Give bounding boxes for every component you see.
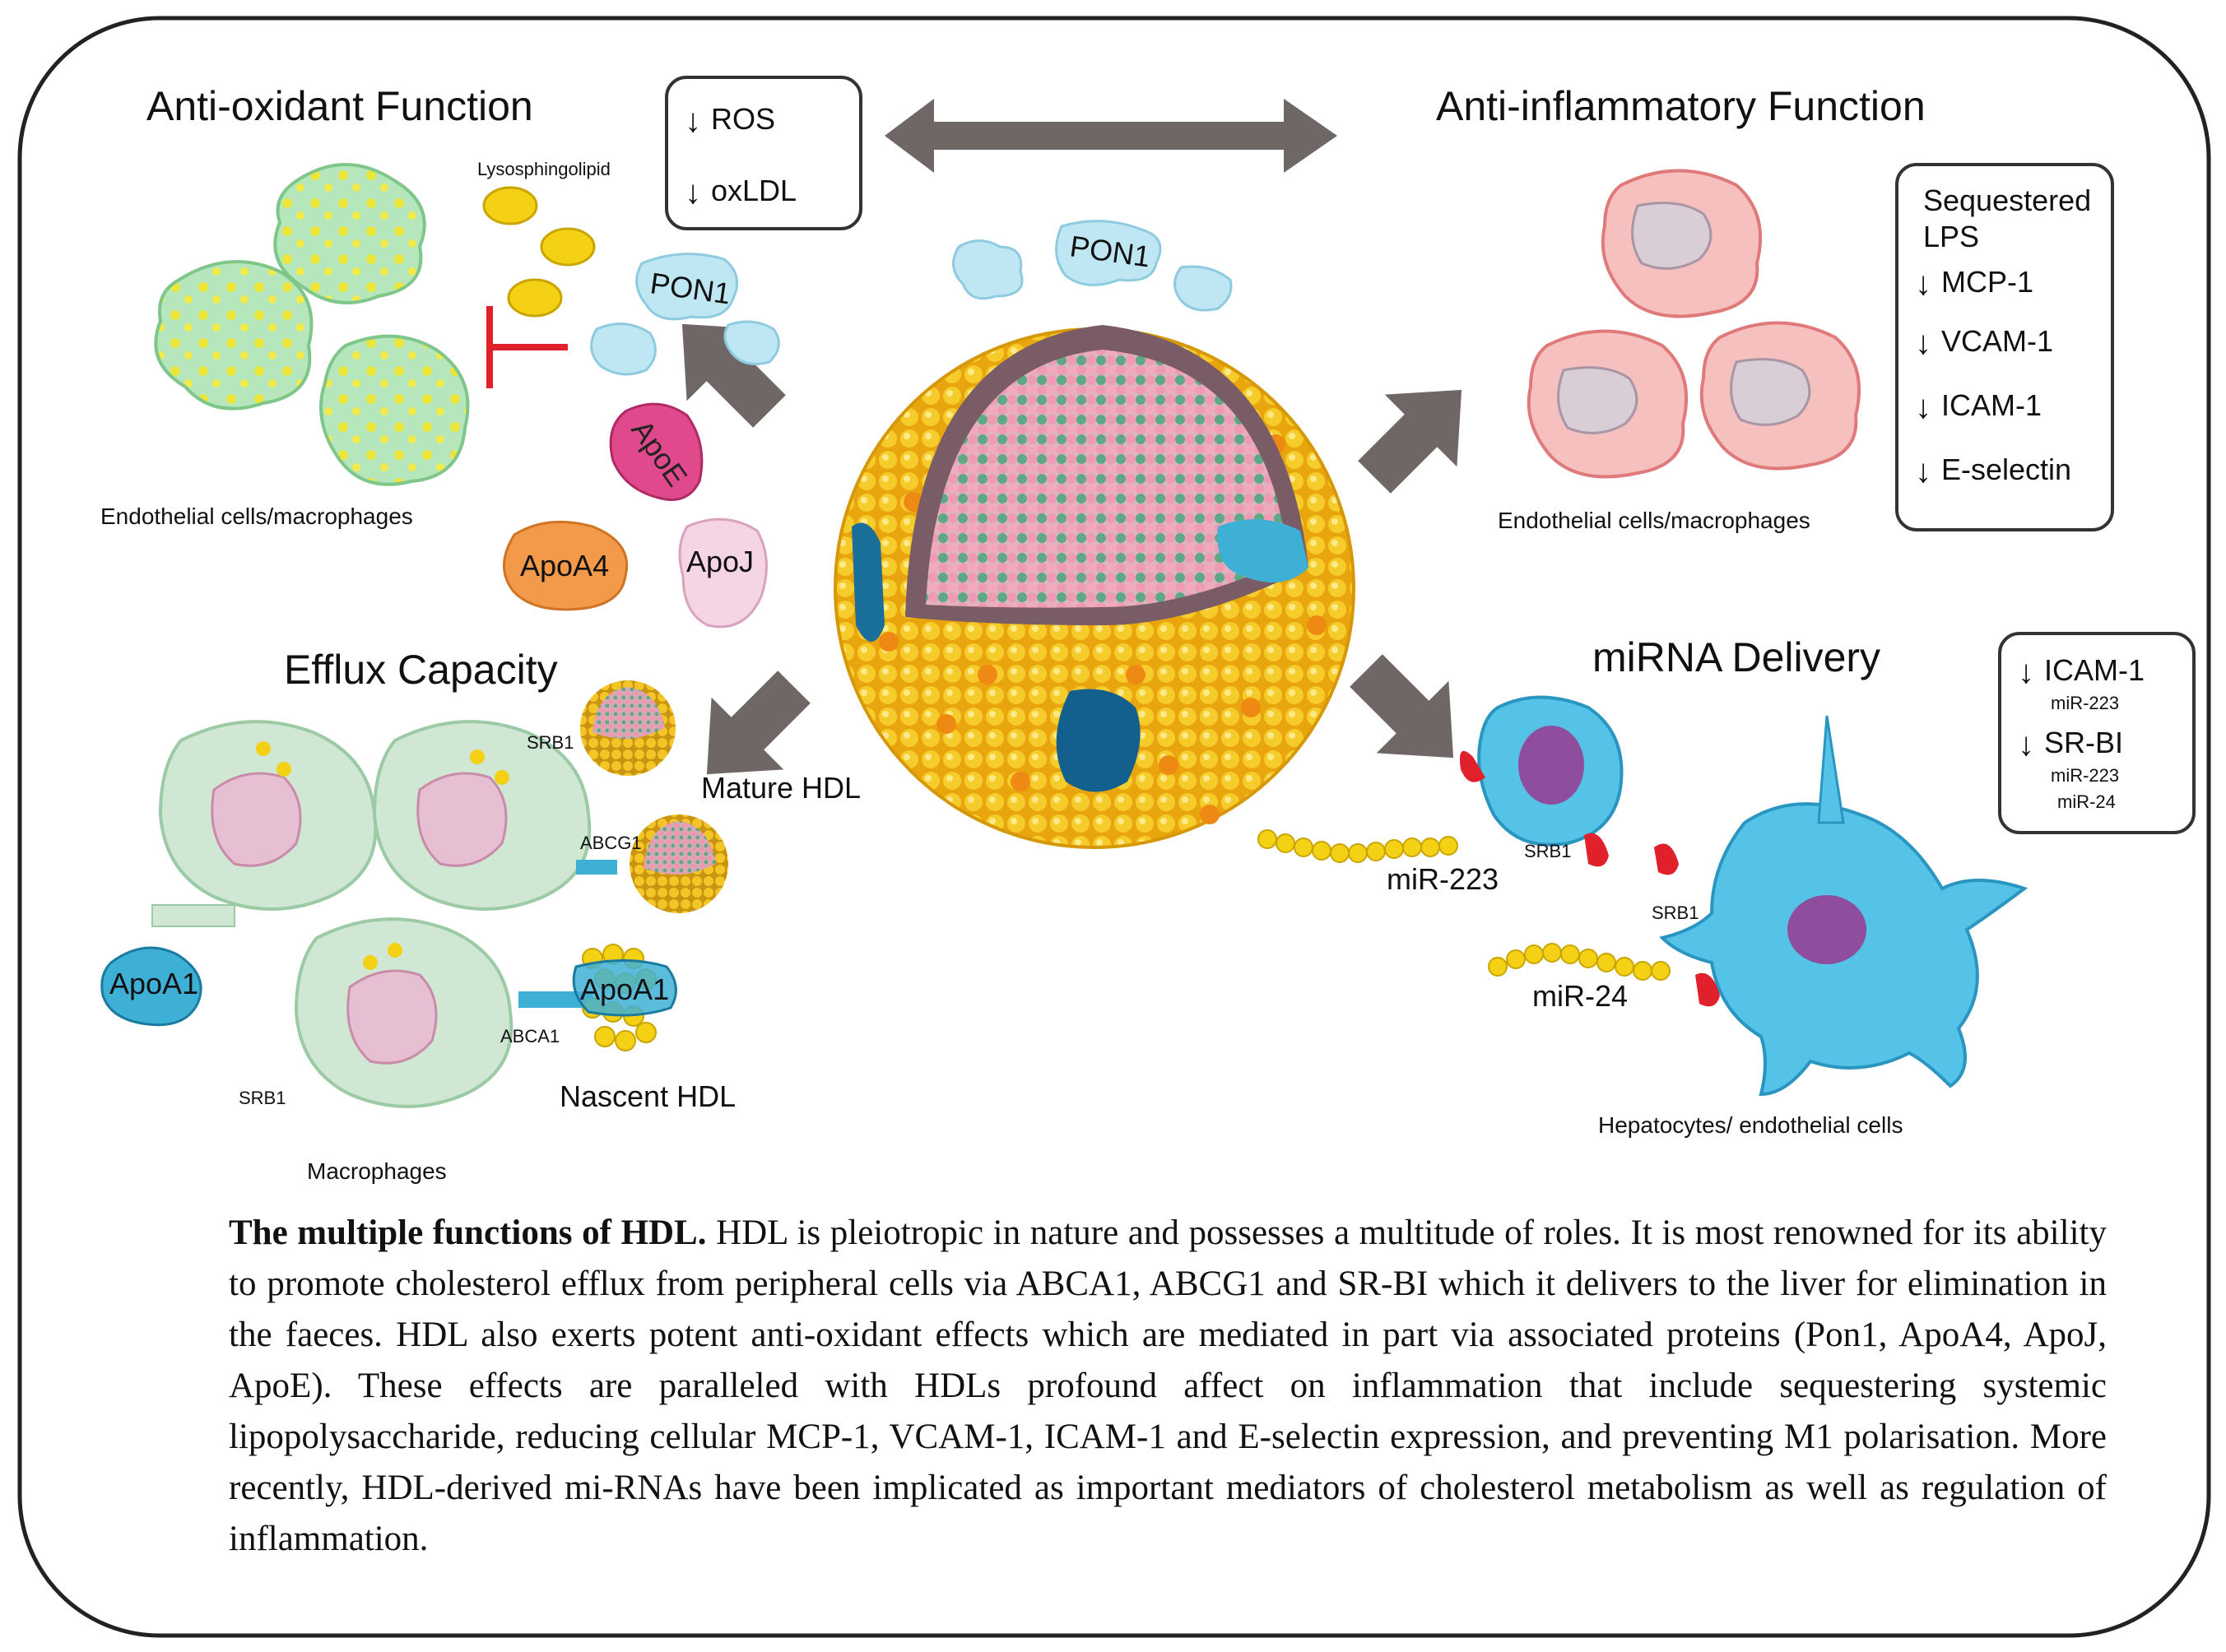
down-arrow-icon: ↓ bbox=[685, 102, 701, 139]
ros-row: ↓ ROS bbox=[683, 102, 775, 140]
pon1-blobs-left bbox=[590, 253, 780, 376]
mir24-label: miR-24 bbox=[1532, 979, 1629, 1013]
abca1-label: ABCA1 bbox=[500, 1026, 560, 1046]
antiinflammatory-title: Anti-inflammatory Function bbox=[1436, 83, 1926, 129]
mir24-chain bbox=[1488, 943, 1671, 981]
macrophages-label: Macrophages bbox=[307, 1158, 447, 1184]
arrow-to-efflux bbox=[706, 671, 811, 775]
down-arrow-icon: ↓ bbox=[2018, 726, 2034, 763]
arrow-to-antiinflammatory bbox=[1358, 389, 1462, 494]
arrow-to-antioxidant bbox=[681, 323, 786, 428]
antiinflammatory-cells bbox=[1527, 169, 1861, 479]
srbi-row: ↓ SR-BI bbox=[2016, 726, 2123, 763]
inhibition-symbol bbox=[486, 306, 568, 388]
caption-bold: The multiple functions of HDL. bbox=[229, 1213, 707, 1252]
efflux-macrophages bbox=[100, 720, 617, 1108]
srbi-mir223-label: miR-223 bbox=[2051, 765, 2120, 786]
outer-frame bbox=[17, 16, 2211, 1638]
sequestered-lps-label: Sequestered LPS bbox=[1923, 183, 2092, 253]
eselectin-row: ↓ E-selectin bbox=[1913, 452, 2071, 490]
apoa4-shape bbox=[503, 520, 629, 611]
down-arrow-icon: ↓ bbox=[1915, 324, 1931, 361]
mcp1-label: MCP-1 bbox=[1941, 265, 2034, 299]
apoa1-right-label: ApoA1 bbox=[580, 972, 670, 1006]
srb1-top-label: SRB1 bbox=[527, 732, 574, 753]
icam1-label: ICAM-1 bbox=[1941, 388, 2042, 422]
mir223-chain bbox=[1257, 829, 1458, 863]
lysosphingolipid-ovals bbox=[482, 186, 596, 318]
down-arrow-icon: ↓ bbox=[1915, 265, 1931, 302]
vcam1-label: VCAM-1 bbox=[1941, 324, 2054, 358]
ros-oxldl-box: ↓ ROS ↓ oxLDL bbox=[665, 76, 862, 230]
double-arrow-top bbox=[885, 99, 1337, 173]
apoa1-right-shape bbox=[572, 959, 677, 1017]
icam1-mirna-row: ↓ ICAM-1 bbox=[2016, 653, 2145, 691]
apoj-label: ApoJ bbox=[686, 545, 755, 578]
apoe-shape bbox=[609, 402, 704, 501]
apoj-shape bbox=[678, 517, 768, 629]
down-arrow-icon: ↓ bbox=[1915, 452, 1931, 490]
srb1-mirna-a-label: SRB1 bbox=[1524, 841, 1572, 861]
mir223-label: miR-223 bbox=[1387, 862, 1499, 896]
mature-hdl-label: Mature HDL bbox=[701, 771, 862, 805]
srb1-mirna-b-label: SRB1 bbox=[1652, 903, 1699, 923]
mirna-box: ↓ ICAM-1 miR-223 ↓ SR-BI miR-223 miR-24 bbox=[1998, 632, 2196, 834]
down-arrow-icon: ↓ bbox=[1915, 388, 1931, 425]
icam1-mirna-label: ICAM-1 bbox=[2044, 653, 2145, 687]
srbi-mir24-label: miR-24 bbox=[2057, 791, 2116, 812]
antioxidant-cells-label: Endothelial cells/macrophages bbox=[100, 503, 413, 529]
down-arrow-icon: ↓ bbox=[685, 174, 701, 211]
vcam1-row: ↓ VCAM-1 bbox=[1913, 324, 2053, 362]
antioxidant-title: Anti-oxidant Function bbox=[146, 83, 533, 129]
antiinflammatory-cells-label: Endothelial cells/macrophages bbox=[1498, 508, 1810, 533]
antiinflammatory-box: Sequestered LPS ↓ MCP-1 ↓ VCAM-1 ↓ ICAM-… bbox=[1895, 163, 2114, 531]
efflux-title: Efflux Capacity bbox=[284, 647, 558, 693]
hepatocytes-label: Hepatocytes/ endothelial cells bbox=[1598, 1112, 1903, 1138]
hdl-particle bbox=[834, 325, 1355, 849]
arrow-to-mirna bbox=[1350, 654, 1454, 759]
ros-label: ROS bbox=[711, 102, 776, 136]
figure-caption: The multiple functions of HDL. HDL is pl… bbox=[229, 1208, 2107, 1565]
mcp1-row: ↓ MCP-1 bbox=[1913, 265, 2033, 303]
pon1-blobs-center bbox=[952, 220, 1233, 312]
abcg1-label: ABCG1 bbox=[580, 833, 642, 853]
apoa4-label: ApoA4 bbox=[520, 549, 610, 582]
caption-text: HDL is pleiotropic in nature and possess… bbox=[229, 1213, 2107, 1558]
srbi-label: SR-BI bbox=[2044, 726, 2124, 759]
mature-hdl-small bbox=[580, 680, 728, 913]
mirna-title: miRNA Delivery bbox=[1592, 634, 1881, 680]
eselectin-label: E-selectin bbox=[1941, 452, 2072, 486]
lysosphingolipid-label: Lysosphingolipid bbox=[477, 159, 611, 179]
srb1-bottom-label: SRB1 bbox=[239, 1088, 286, 1108]
icam1-row: ↓ ICAM-1 bbox=[1913, 388, 2042, 426]
icam1-mir223-label: miR-223 bbox=[2051, 693, 2120, 713]
nascent-hdl-label: Nascent HDL bbox=[560, 1079, 737, 1113]
down-arrow-icon: ↓ bbox=[2018, 653, 2034, 690]
mirna-cells bbox=[1257, 695, 2028, 1097]
oxldl-label: oxLDL bbox=[711, 174, 797, 207]
block-arrows bbox=[681, 323, 1462, 775]
antioxidant-cells bbox=[154, 163, 470, 486]
oxldl-row: ↓ oxLDL bbox=[683, 174, 797, 211]
apoa1-left-label: ApoA1 bbox=[109, 967, 199, 1000]
